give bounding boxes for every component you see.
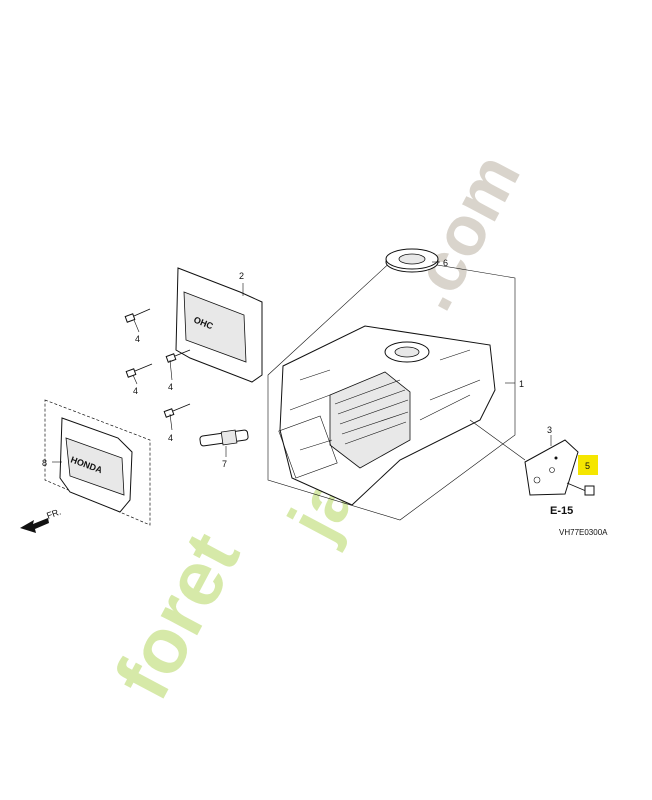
callouts: 2 4 4 4 4 6 1 3 7 8 xyxy=(42,258,552,469)
watermark-foret: foret xyxy=(97,519,256,713)
part-5-bolt[interactable] xyxy=(566,482,595,496)
bolt-5-head xyxy=(584,485,595,496)
callout-1: 1 xyxy=(519,379,524,389)
diagram-code: VH77E0300A xyxy=(559,528,608,537)
part-8-head-cover[interactable]: HONDA xyxy=(44,399,151,526)
callout-4b: 4 xyxy=(133,386,138,396)
cylinder-fins xyxy=(329,371,411,469)
part-6-oil-seal[interactable] xyxy=(385,248,439,273)
callout-4c: 4 xyxy=(168,382,173,392)
part-2-top xyxy=(183,291,247,363)
reference-label: E-15 xyxy=(550,505,573,517)
part-3-plate[interactable] xyxy=(524,439,579,496)
callout-7: 7 xyxy=(222,459,227,469)
callout-2: 2 xyxy=(239,271,244,281)
callout-4d: 4 xyxy=(168,433,173,443)
bolt-d xyxy=(163,403,191,418)
callout-3: 3 xyxy=(547,425,552,435)
part-2-cover[interactable]: OHC xyxy=(175,267,263,383)
bolt-a xyxy=(124,308,151,323)
callout-8: 8 xyxy=(42,458,47,468)
front-arrow: FR. xyxy=(20,507,62,533)
part-7-spark-plug[interactable] xyxy=(199,429,249,447)
front-arrow-icon xyxy=(20,518,49,533)
part-1-cylinder-block[interactable] xyxy=(267,257,516,521)
highlight-box xyxy=(578,455,598,475)
part-8-top xyxy=(65,437,125,496)
bolt-b xyxy=(125,363,153,378)
callout-5: 5 xyxy=(585,461,590,471)
callout-4a: 4 xyxy=(135,334,140,344)
callout-5-highlight[interactable]: 5 xyxy=(578,455,598,475)
callout-6: 6 xyxy=(443,258,448,268)
bolts-4[interactable] xyxy=(124,308,191,418)
seal-inner xyxy=(398,253,426,265)
leader-lines xyxy=(52,261,552,463)
bolt-c xyxy=(165,349,191,363)
watermark-com: .com xyxy=(389,141,535,322)
part-8-outline xyxy=(44,399,151,526)
plug-hex xyxy=(220,429,238,446)
front-label: FR. xyxy=(45,507,62,521)
